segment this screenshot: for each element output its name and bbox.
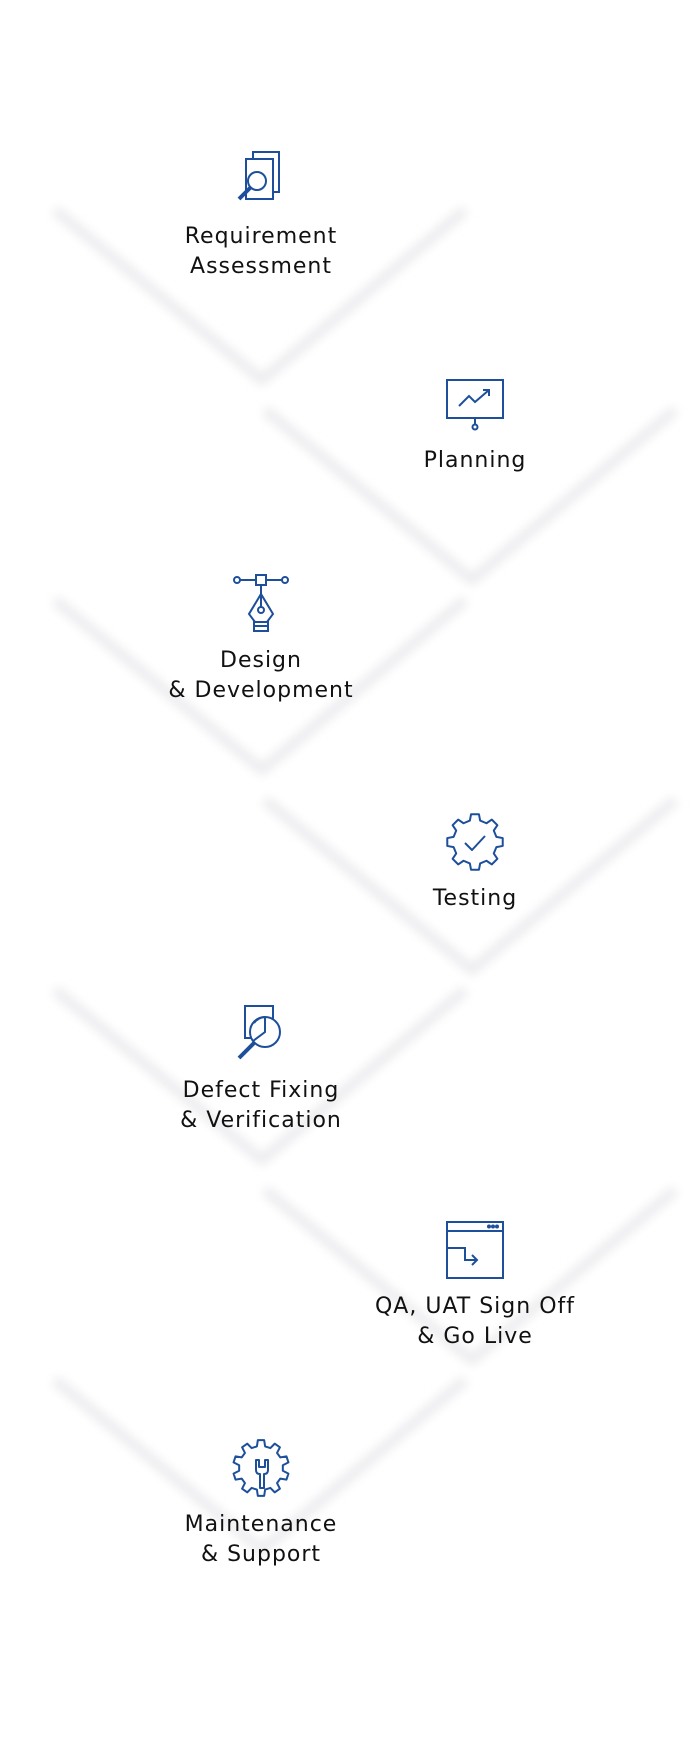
gear-check-icon [443, 810, 507, 874]
step-testing: Testing [345, 810, 605, 914]
step-defect-fixing-verification: Defect Fixing & Verification [131, 1002, 391, 1136]
browser-window-arrow-icon [443, 1218, 507, 1282]
step-label: Requirement Assessment [184, 224, 338, 279]
magnify-pie-chart-icon [229, 1002, 293, 1066]
step-requirement-assessment: Requirement Assessment [131, 148, 391, 282]
step-label: Defect Fixing & Verification [180, 1078, 342, 1133]
step-label: Design & Development [168, 648, 354, 703]
presentation-chart-icon [443, 372, 507, 436]
step-design-development: Design & Development [131, 572, 391, 706]
step-maintenance-support: Maintenance & Support [131, 1436, 391, 1570]
document-search-icon [229, 148, 293, 212]
step-qa-uat-go-live: QA, UAT Sign Off & Go Live [345, 1218, 605, 1352]
gear-wrench-icon [229, 1436, 293, 1500]
step-label: Testing [432, 886, 518, 911]
step-planning: Planning [345, 372, 605, 476]
step-label: Planning [423, 448, 527, 473]
step-label: Maintenance & Support [184, 1512, 338, 1567]
step-label: QA, UAT Sign Off & Go Live [374, 1294, 575, 1349]
pen-tool-icon [229, 572, 293, 636]
